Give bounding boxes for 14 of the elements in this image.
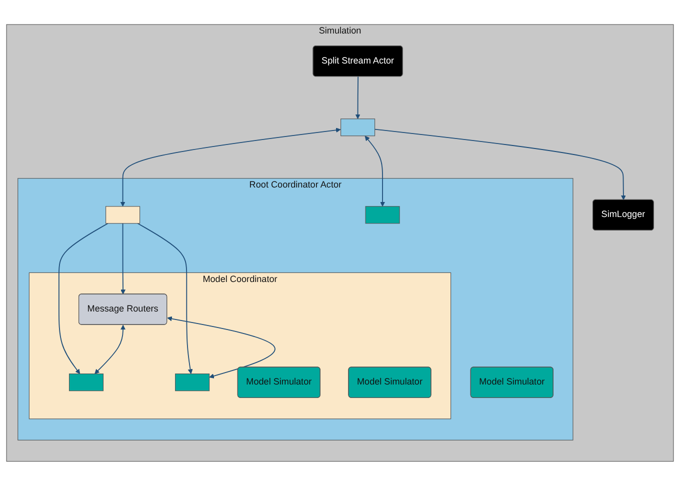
arrow — [137, 222, 193, 374]
arrow — [94, 324, 126, 374]
arrow — [355, 76, 360, 119]
arrow — [374, 128, 626, 200]
arrow — [364, 135, 386, 206]
arrow — [120, 127, 341, 206]
node-box — [340, 118, 376, 136]
node-box — [106, 206, 140, 224]
arrow — [58, 222, 108, 374]
node-box — [365, 206, 400, 224]
node-box — [68, 373, 104, 391]
arrow — [120, 222, 126, 294]
arrow — [167, 316, 276, 378]
node-box — [175, 373, 210, 391]
